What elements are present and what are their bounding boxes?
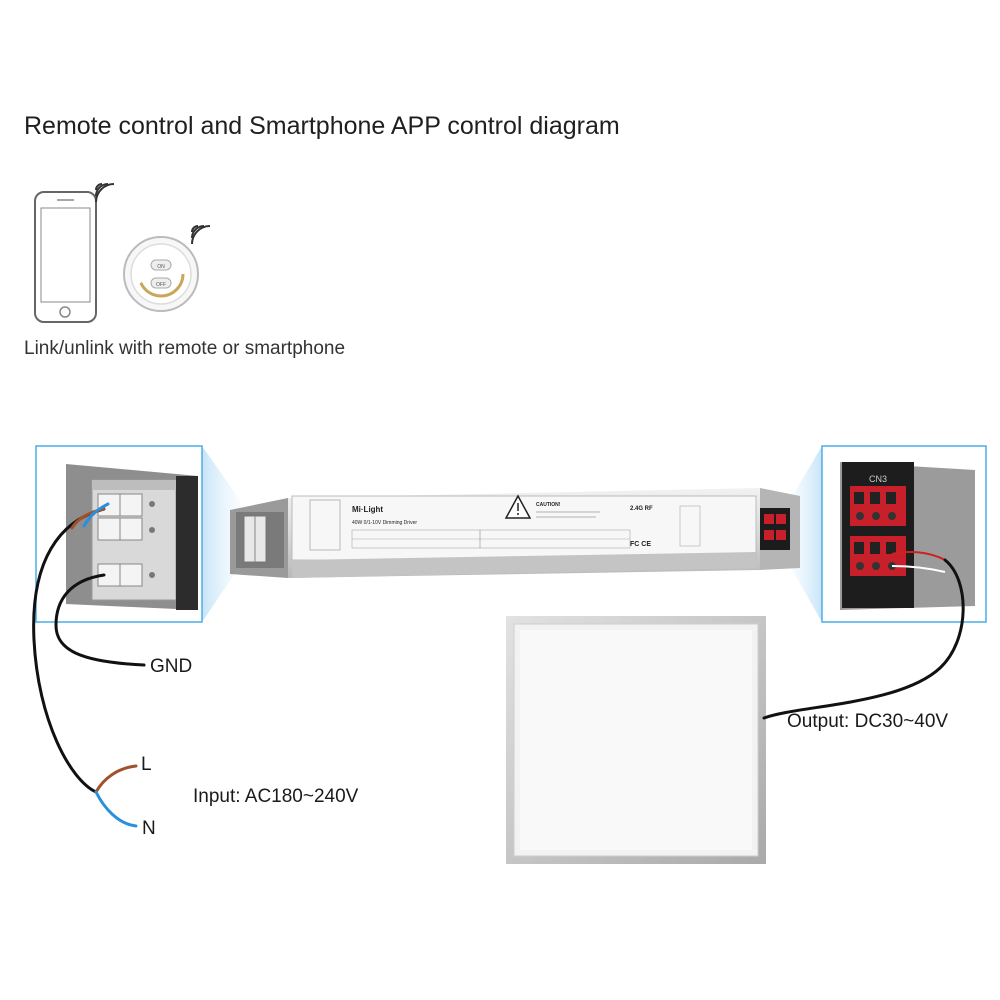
wifi-signal-icon: [95, 183, 115, 203]
output-wires: [762, 558, 965, 720]
right-highlight-callout: CN3: [790, 445, 987, 623]
warning-icon: [504, 494, 532, 519]
led-driver: Mi·Light 40W 0/1-10V Dimming Driver CAUT…: [230, 488, 800, 578]
input-wires: [32, 502, 146, 828]
rf-label: 2.4G RF: [630, 506, 653, 512]
neutral-label: N: [142, 818, 156, 839]
left-highlight-callout: [35, 445, 240, 623]
smartphone-icon: [34, 191, 97, 323]
page-title: Remote control and Smartphone APP contro…: [24, 112, 620, 140]
wifi-signal-icon: [191, 225, 211, 245]
remote-icon: ON OFF: [123, 236, 199, 312]
output-voltage-label: Output: DC30~40V: [787, 711, 949, 732]
caution-label: CAUTION!: [536, 502, 561, 508]
led-panel: [506, 616, 766, 864]
gnd-label: GND: [150, 656, 193, 677]
page-subtitle: Link/unlink with remote or smartphone: [24, 338, 346, 359]
output-terminal-block: [850, 486, 906, 576]
input-terminal-block: [97, 493, 155, 587]
connector-label: CN3: [869, 474, 887, 484]
input-voltage-label: Input: AC180~240V: [193, 786, 359, 807]
driver-model: 40W 0/1-10V Dimming Driver: [352, 520, 417, 526]
remote-on-label: ON: [157, 264, 165, 270]
remote-off-label: OFF: [156, 282, 166, 288]
cert-label: FC CE: [630, 541, 651, 548]
live-label: L: [141, 754, 152, 775]
driver-brand: Mi·Light: [352, 505, 383, 514]
